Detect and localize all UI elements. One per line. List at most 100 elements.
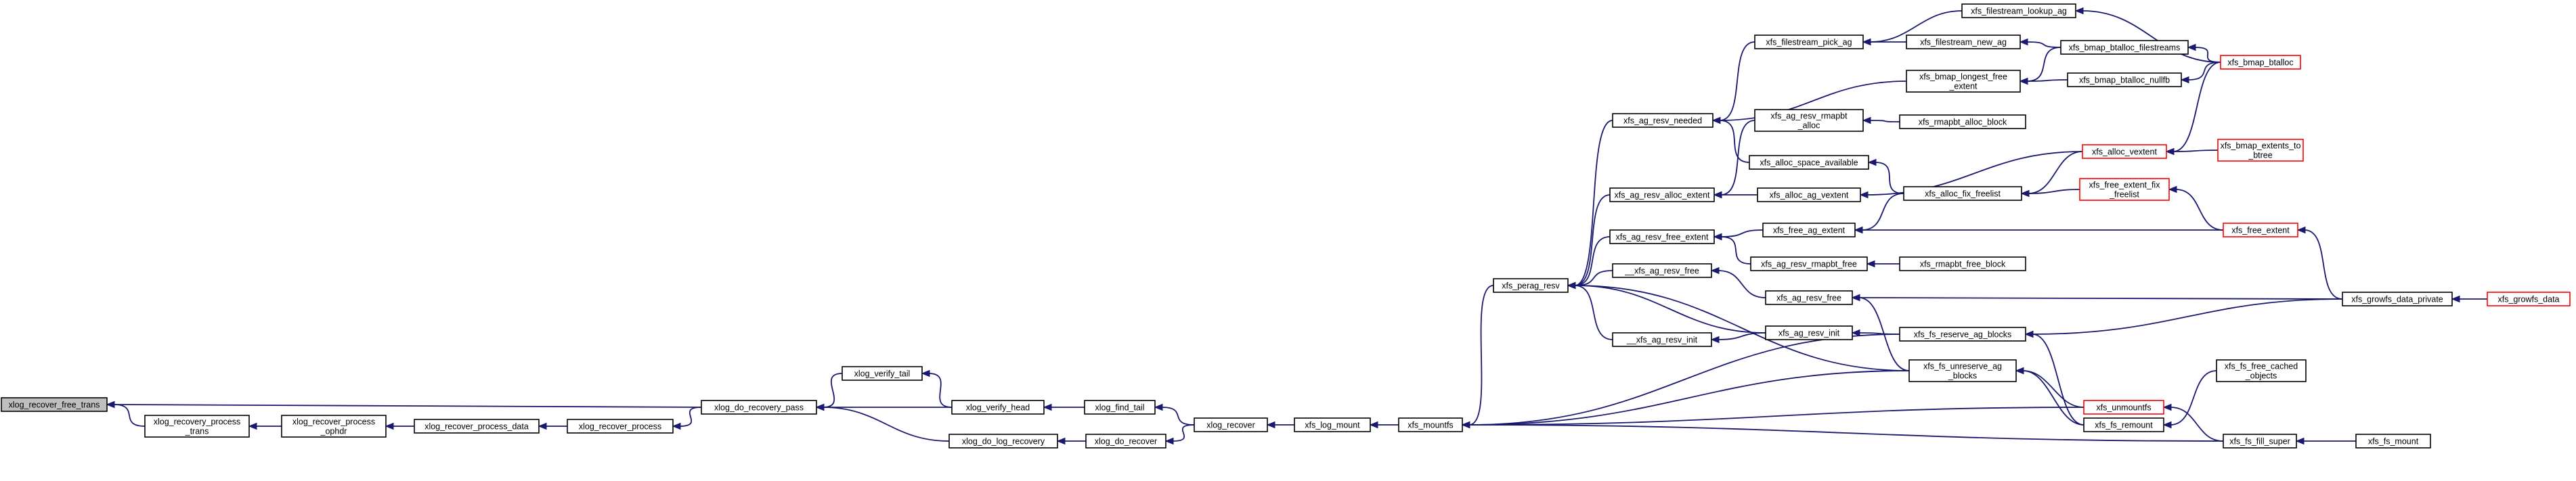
node-xlog_do_recover[interactable]: xlog_do_recover [1085,434,1166,449]
node-xlog_recovery_process_trans[interactable]: xlog_recovery_process_trans [144,415,250,438]
node-xfs_ag_resv_rmapbt_free[interactable]: xfs_ag_resv_rmapbt_free [1750,256,1868,271]
node-xfs_growfs_data[interactable]: xfs_growfs_data [2487,292,2571,306]
edge-xfs_bmap_extents_to_btree-to-xfs_alloc_vextent [2173,150,2219,152]
node-xfs_rmapbt_free_block[interactable]: xfs_rmapbt_free_block [1899,256,2026,271]
edge-xfs_ag_resv_init-to-_xfs_ag_resv_init [1718,332,1766,340]
arrowhead-xfs_filestream_new_ag [2019,38,2028,46]
node-xfs_ag_resv_free[interactable]: xfs_ag_resv_free [1765,290,1853,305]
node-xlog_do_recovery_pass[interactable]: xlog_do_recovery_pass [701,400,817,415]
edge-xfs_free_extent-to-xfs_free_extent_fix_freelist [2175,189,2224,231]
node-xfs_ag_resv_needed[interactable]: xfs_ag_resv_needed [1612,113,1713,128]
edge-xfs_ag_resv_rmapbt_free-to-xfs_ag_resv_free_extent [1720,236,1751,265]
node-xfs_alloc_space_available[interactable]: xfs_alloc_space_available [1749,155,1869,170]
node-label: xfs_growfs_data_private [2351,295,2443,304]
arrowhead-xfs_ag_resv_free [1851,294,1860,302]
arrowhead-xfs_bmap_btalloc_nullfb [2180,76,2189,84]
node-xfs_rmapbt_alloc_block[interactable]: xfs_rmapbt_alloc_block [1899,114,2026,129]
node-xfs_filestream_lookup_ag[interactable]: xfs_filestream_lookup_ag [1961,3,2076,18]
node-xfs_free_extent[interactable]: xfs_free_extent [2223,223,2298,237]
node-xfs_alloc_vextent[interactable]: xfs_alloc_vextent [2082,144,2167,159]
edge-xfs_ag_resv_init-to-xfs_perag_resv [1574,285,1766,334]
node-layer: xlog_recover_free_trans xlog_recovery_pro… [1,3,2571,449]
node-xfs_log_mount[interactable]: xfs_log_mount [1294,417,1371,432]
node-xfs_bmap_btalloc_nullfb[interactable]: xfs_bmap_btalloc_nullfb [2067,72,2182,87]
node-xfs_growfs_data_private[interactable]: xfs_growfs_data_private [2342,292,2453,306]
edge-_xfs_ag_resv_init-to-xfs_perag_resv [1574,285,1613,340]
node-xlog_recover_process_ophdr[interactable]: xlog_recover_process_ophdr [281,415,387,438]
node-xfs_fs_fill_super[interactable]: xfs_fs_fill_super [2223,434,2297,449]
node-xfs_free_ag_extent[interactable]: xfs_free_ag_extent [1762,223,1856,237]
edge-xfs_filestream_lookup_ag-to-xfs_filestream_pick_ag [1869,10,1963,43]
node-xfs_ag_resv_alloc_extent[interactable]: xfs_ag_resv_alloc_extent [1609,187,1715,202]
node-_xfs_ag_resv_free[interactable]: __xfs_ag_resv_free [1612,263,1712,278]
node-xlog_recover_process_data[interactable]: xlog_recover_process_data [414,419,540,434]
node-xlog_recover[interactable]: xlog_recover [1194,417,1268,432]
node-xlog_verify_tail[interactable]: xlog_verify_tail [842,366,923,381]
node-label: xfs_fs_mount [2368,437,2419,446]
node-xfs_ag_resv_init[interactable]: xfs_ag_resv_init [1765,325,1853,340]
node-label: xfs_bmap_btalloc_filestreams [2069,43,2181,53]
arrowhead-xfs_ag_resv_needed [1711,116,1721,124]
node-xfs_unmountfs[interactable]: xfs_unmountfs [2083,400,2164,415]
node-box [2487,292,2571,306]
node-box [1903,186,2022,201]
node-_xfs_ag_resv_init[interactable]: __xfs_ag_resv_init [1612,332,1712,347]
node-label: _alloc [1797,121,1820,131]
node-xfs_free_extent_fix_freelist[interactable]: xfs_free_extent_fix_freelist [2079,178,2170,201]
node-xfs_mountfs[interactable]: xfs_mountfs [1398,417,1463,432]
node-xfs_alloc_ag_vextent[interactable]: xfs_alloc_ag_vextent [1757,187,1861,202]
node-xlog_do_log_recovery[interactable]: xlog_do_log_recovery [948,434,1058,449]
arrowhead-xlog_verify_tail [921,369,930,377]
node-label: xfs_perag_resv [1502,281,1560,291]
node-label: xfs_mountfs [1407,421,1453,430]
node-label: __xfs_ag_resv_free [1624,267,1699,276]
node-label: xfs_fs_reserve_ag_blocks [1914,330,2012,340]
node-xfs_bmap_extents_to_btree[interactable]: xfs_bmap_extents_to_btree [2217,139,2304,162]
node-box [2083,417,2164,432]
edge-xfs_alloc_space_available-to-xfs_ag_resv_needed [1719,120,1750,163]
edge-xfs_fs_fill_super-to-xfs_unmountfs [2170,407,2224,442]
node-xfs_bmap_btalloc[interactable]: xfs_bmap_btalloc [2220,55,2301,70]
node-xfs_ag_resv_rmapbt_alloc[interactable]: xfs_ag_resv_rmapbt_alloc [1754,109,1864,132]
node-xfs_fs_unreserve_ag_blocks[interactable]: xfs_fs_unreserve_ag_blocks [1908,359,2017,382]
node-label: xfs_alloc_ag_vextent [1770,191,1849,200]
edge-xfs_alloc_vextent-to-xfs_alloc_ag_vextent [1866,151,2083,196]
arrowhead-xfs_ag_resv_free_extent [1713,233,1722,241]
arrowhead-xfs_mountfs [1461,421,1470,429]
node-box [1754,109,1864,132]
arrowhead-xlog_recovery_process_trans [248,422,257,430]
arrowhead-xfs_ag_resv_init [1851,329,1860,337]
node-box [2223,434,2297,449]
node-xlog_recover_process[interactable]: xlog_recover_process [567,419,674,434]
node-xfs_fs_reserve_ag_blocks[interactable]: xfs_fs_reserve_ag_blocks [1899,327,2026,342]
edge-xfs_bmap_btalloc_nullfb-to-xfs_bmap_longest_free_extent [2026,79,2068,82]
arrowhead-xfs_growfs_data_private [2451,295,2460,303]
edge-xlog_recover-to-xlog_find_tail [1161,407,1195,426]
node-xfs_bmap_longest_free_extent[interactable]: xfs_bmap_longest_free_extent [1906,70,2021,93]
edge-xfs_bmap_btalloc-to-xfs_alloc_vextent [2173,62,2221,152]
node-xfs_perag_resv[interactable]: xfs_perag_resv [1493,278,1569,293]
node-box [2223,223,2298,237]
node-xlog_verify_head[interactable]: xlog_verify_head [951,400,1045,415]
node-xfs_alloc_fix_freelist[interactable]: xfs_alloc_fix_freelist [1903,186,2022,201]
edge-xfs_ag_resv_rmapbt_alloc-to-xfs_ag_resv_alloc_extent [1720,120,1755,196]
node-xfs_ag_resv_free_extent[interactable]: xfs_ag_resv_free_extent [1609,229,1715,244]
node-label: xfs_free_extent [2231,226,2290,235]
node-xfs_filestream_pick_ag[interactable]: xfs_filestream_pick_ag [1754,35,1864,49]
node-xfs_fs_remount[interactable]: xfs_fs_remount [2083,417,2164,432]
node-label: xfs_fs_free_cached [2225,362,2298,371]
edge-xlog_verify_tail-to-xlog_do_recovery_pass [823,373,843,408]
node-label: xfs_alloc_fix_freelist [1925,189,2001,199]
node-label: xfs_free_ag_extent [1773,226,1846,235]
node-xfs_bmap_btalloc_filestreams[interactable]: xfs_bmap_btalloc_filestreams [2060,40,2189,55]
node-xfs_filestream_new_ag[interactable]: xfs_filestream_new_ag [1906,35,2021,49]
node-label: xfs_filestream_lookup_ag [1971,7,2067,16]
node-box [1961,3,2076,18]
arrowhead-xfs_free_extent_fix_freelist [2168,185,2177,193]
node-xfs_fs_mount[interactable]: xfs_fs_mount [2355,434,2431,449]
node-xfs_fs_free_cached_objects[interactable]: xfs_fs_free_cached_objects [2216,359,2307,382]
node-xlog_find_tail[interactable]: xlog_find_tail [1084,400,1156,415]
node-xlog_recover_free_trans[interactable]: xlog_recover_free_trans [1,397,108,412]
node-label: xfs_bmap_btalloc_nullfb [2079,76,2170,85]
node-label: xfs_ag_resv_alloc_extent [1614,191,1710,200]
